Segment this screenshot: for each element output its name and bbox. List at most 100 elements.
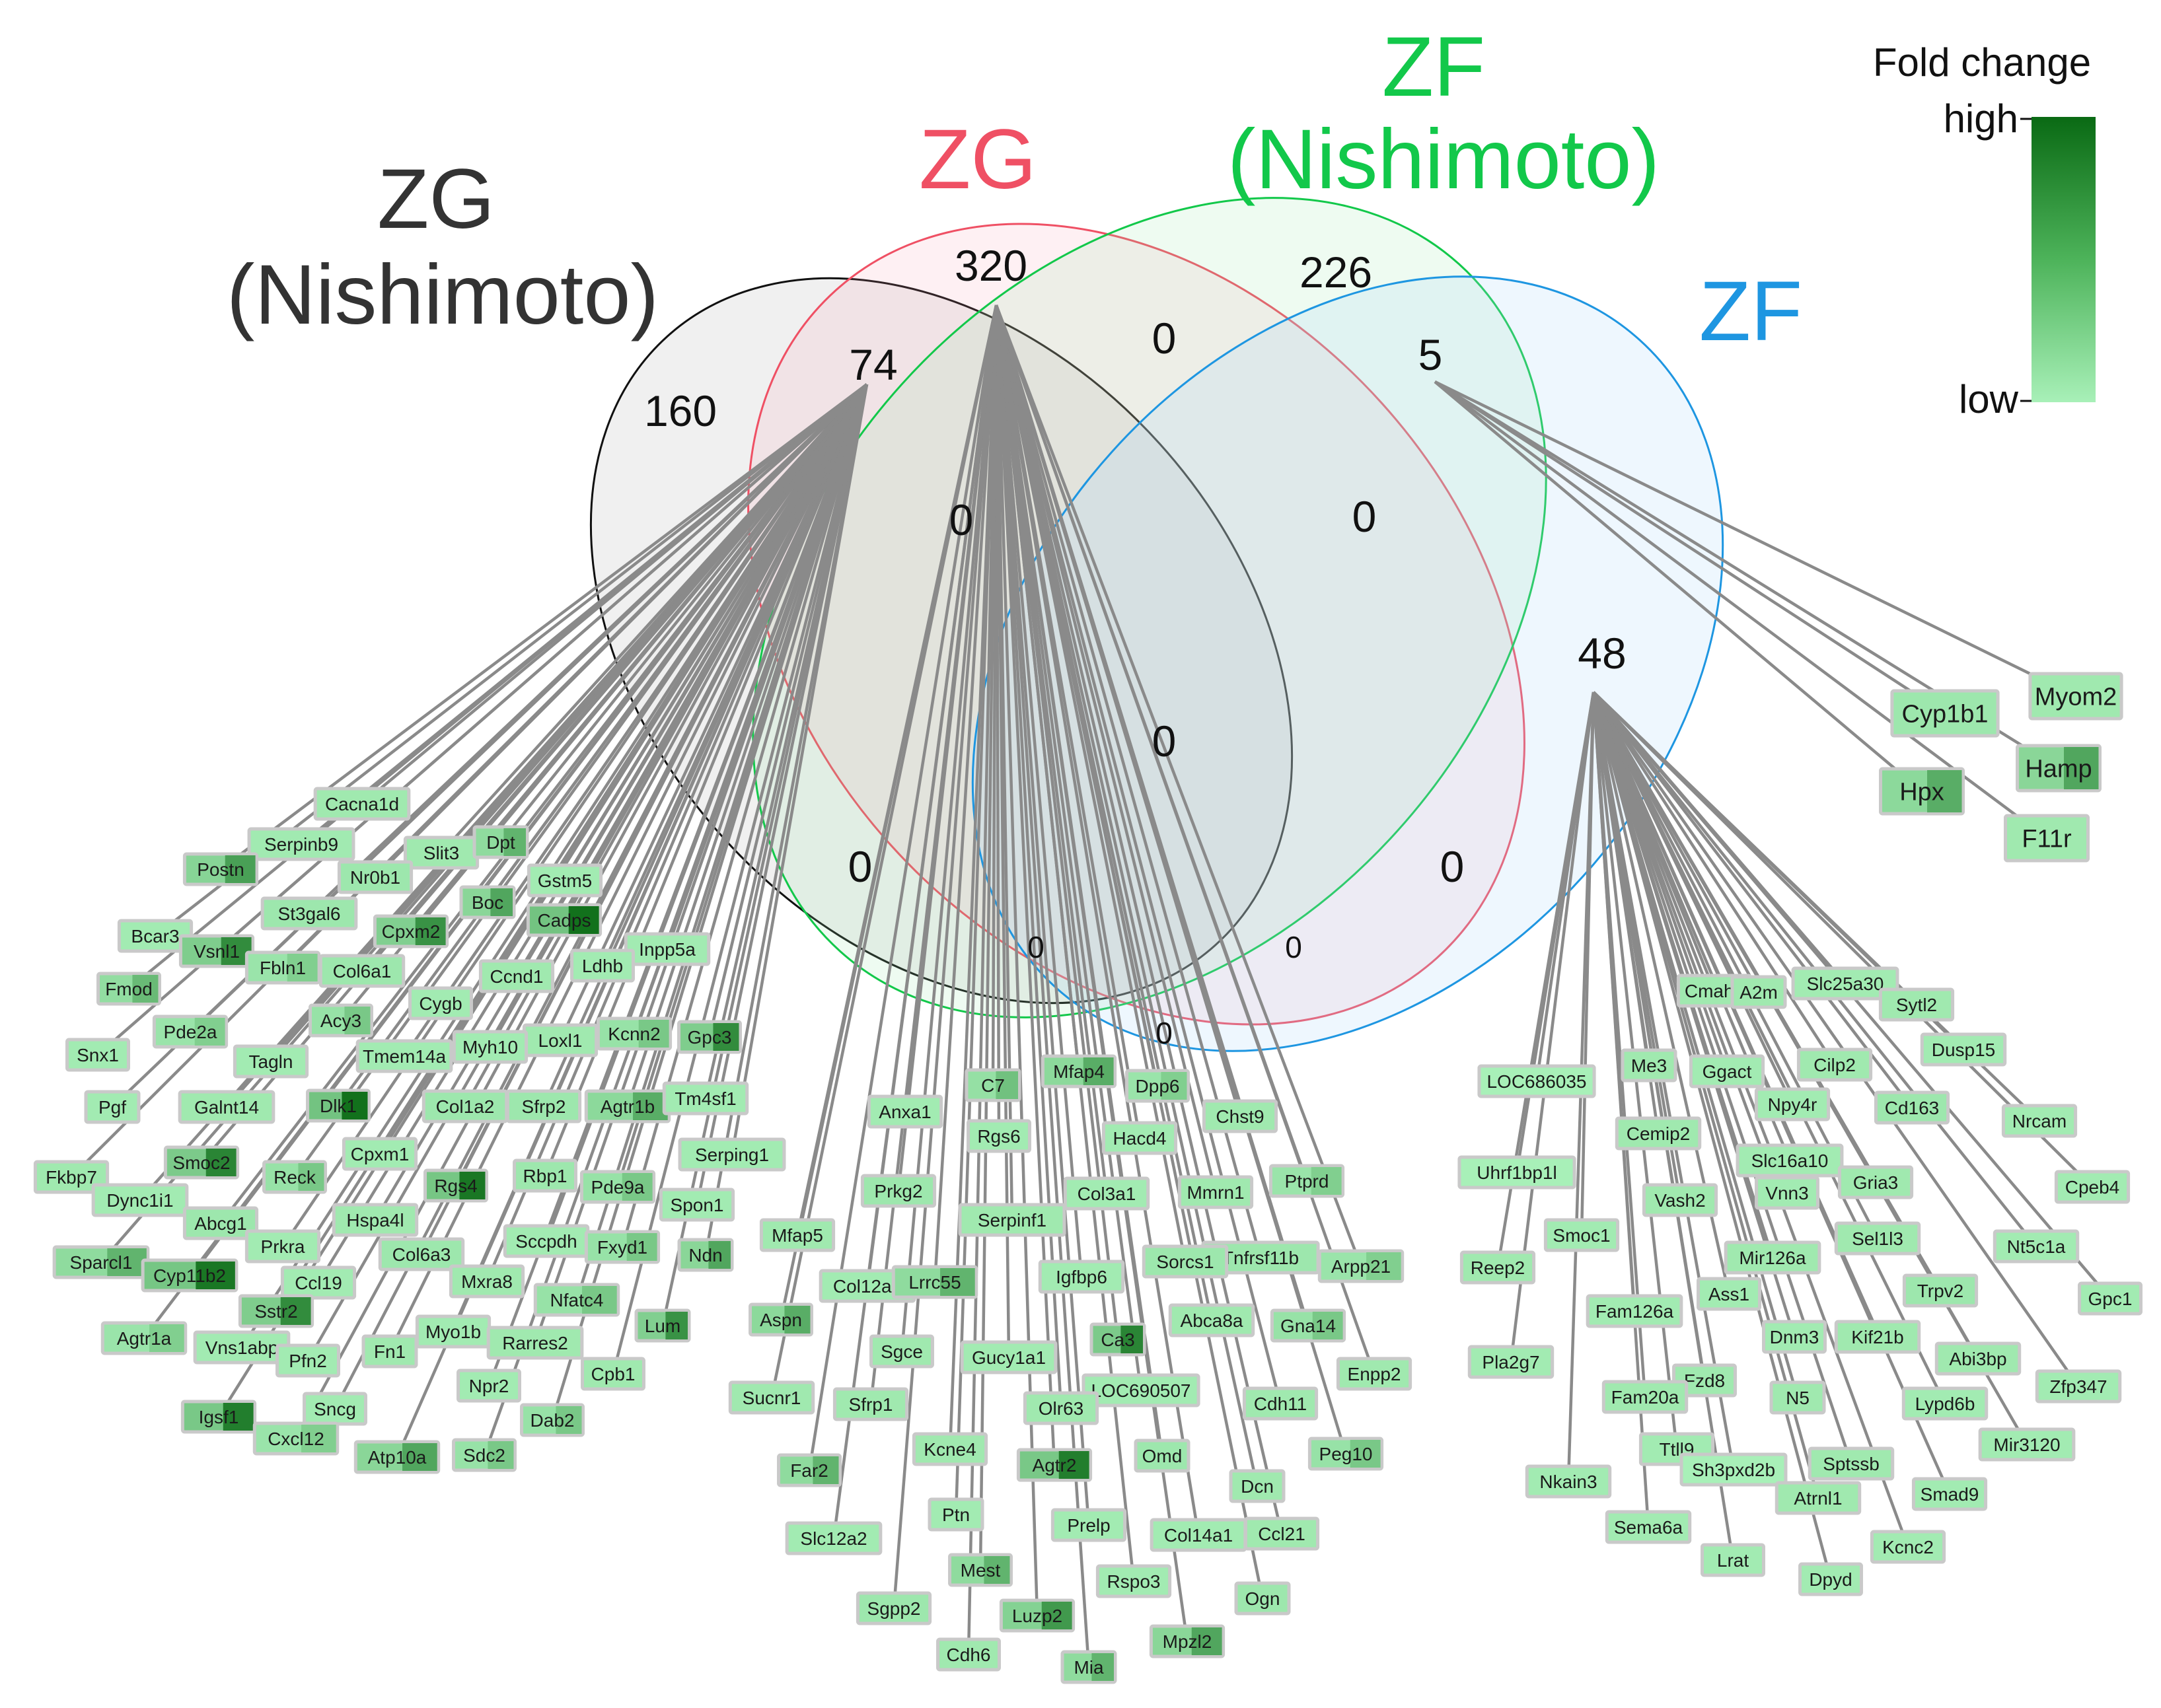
- gene-node-tmem14a[interactable]: Tmem14a: [355, 1039, 453, 1073]
- gene-node-ccl21[interactable]: Ccl21: [1243, 1516, 1320, 1551]
- gene-node-cemip2[interactable]: Cemip2: [1615, 1116, 1702, 1151]
- gene-node-lypd6b[interactable]: Lypd6b: [1901, 1386, 1989, 1421]
- gene-node-a2m[interactable]: A2m: [1730, 975, 1787, 1009]
- gene-node-slc25a30[interactable]: Slc25a30: [1791, 966, 1899, 1001]
- gene-node-postn[interactable]: Postn: [182, 852, 259, 886]
- gene-node-smoc1[interactable]: Smoc1: [1543, 1218, 1620, 1252]
- gene-node-prkg2[interactable]: Prkg2: [860, 1174, 937, 1208]
- gene-node-vns1abp[interactable]: Vns1abp: [193, 1330, 291, 1365]
- gene-node-kcnc2[interactable]: Kcnc2: [1870, 1530, 1946, 1564]
- gene-node-mest[interactable]: Mest: [948, 1553, 1013, 1587]
- gene-node-agtr1b[interactable]: Agtr1b: [584, 1089, 671, 1123]
- gene-node-sgce[interactable]: Sgce: [869, 1334, 934, 1369]
- gene-node-abi3bp[interactable]: Abi3bp: [1934, 1341, 2022, 1376]
- gene-node-cdh6[interactable]: Cdh6: [936, 1637, 1001, 1672]
- gene-node-ca3[interactable]: Ca3: [1089, 1322, 1146, 1357]
- gene-node-mia[interactable]: Mia: [1060, 1650, 1117, 1684]
- gene-node-serping1[interactable]: Serping1: [678, 1137, 786, 1172]
- gene-node-rgs6[interactable]: Rgs6: [967, 1119, 1031, 1153]
- gene-node-uhrf1bp1l[interactable]: Uhrf1bp1l: [1457, 1155, 1576, 1190]
- gene-node-sfrp2[interactable]: Sfrp2: [505, 1089, 582, 1123]
- gene-node-fam126a[interactable]: Fam126a: [1586, 1294, 1683, 1328]
- gene-node-kcne4[interactable]: Kcne4: [912, 1432, 988, 1466]
- gene-node-dync1i1[interactable]: Dync1i1: [91, 1183, 189, 1217]
- gene-node-prkra[interactable]: Prkra: [244, 1229, 321, 1263]
- gene-node-bcar3[interactable]: Bcar3: [117, 919, 194, 953]
- gene-node-zfp347[interactable]: Zfp347: [2035, 1369, 2122, 1404]
- gene-node-ccnd1[interactable]: Ccnd1: [478, 959, 555, 993]
- gene-node-cadps[interactable]: Cadps: [526, 903, 603, 937]
- gene-node-peg10[interactable]: Peg10: [1307, 1437, 1384, 1471]
- gene-node-inpp5a[interactable]: Inpp5a: [624, 932, 711, 966]
- gene-node-sptssb[interactable]: Sptssb: [1808, 1446, 1895, 1481]
- gene-node-agtr1a[interactable]: Agtr1a: [100, 1321, 188, 1355]
- gene-node-atp10a[interactable]: Atp10a: [353, 1440, 441, 1474]
- gene-node-lum[interactable]: Lum: [634, 1308, 691, 1343]
- gene-node-smoc2[interactable]: Smoc2: [163, 1145, 240, 1180]
- gene-node-anxa1[interactable]: Anxa1: [867, 1094, 943, 1129]
- gene-node-tm4sf1[interactable]: Tm4sf1: [662, 1081, 749, 1116]
- gene-node-cxcl12[interactable]: Cxcl12: [252, 1421, 340, 1456]
- gene-node-fbln1[interactable]: Fbln1: [244, 950, 321, 985]
- gene-node-kif21b[interactable]: Kif21b: [1834, 1320, 1921, 1354]
- gene-node-rbp1[interactable]: Rbp1: [513, 1158, 577, 1193]
- gene-node-smad9[interactable]: Smad9: [1911, 1477, 1988, 1511]
- gene-node-sytl2[interactable]: Sytl2: [1878, 987, 1955, 1022]
- gene-node-col6a3[interactable]: Col6a3: [378, 1237, 465, 1271]
- gene-node-lrat[interactable]: Lrat: [1701, 1543, 1765, 1577]
- gene-node-enpp2[interactable]: Enpp2: [1336, 1357, 1412, 1391]
- gene-node-pgf[interactable]: Pgf: [84, 1090, 141, 1124]
- gene-node-loxl1[interactable]: Loxl1: [522, 1023, 599, 1057]
- gene-node-ndn[interactable]: Ndn: [677, 1238, 734, 1272]
- gene-node-gstm5[interactable]: Gstm5: [527, 863, 603, 898]
- gene-node-cyp1b1[interactable]: Cyp1b1: [1890, 689, 2000, 738]
- gene-node-fkbp7[interactable]: Fkbp7: [33, 1160, 110, 1194]
- gene-node-fmod[interactable]: Fmod: [96, 972, 161, 1006]
- gene-node-mfap5[interactable]: Mfap5: [759, 1218, 836, 1252]
- gene-node-vsnl1[interactable]: Vsnl1: [178, 934, 255, 968]
- gene-node-npr2[interactable]: Npr2: [457, 1369, 521, 1403]
- gene-node-ogn[interactable]: Ogn: [1234, 1581, 1291, 1616]
- gene-node-cpeb4[interactable]: Cpeb4: [2054, 1170, 2131, 1204]
- gene-node-mir3120[interactable]: Mir3120: [1978, 1427, 2076, 1462]
- gene-node-cilp2[interactable]: Cilp2: [1796, 1048, 1873, 1082]
- gene-node-n5[interactable]: N5: [1769, 1380, 1826, 1415]
- gene-node-reep2[interactable]: Reep2: [1459, 1250, 1536, 1285]
- gene-node-col14a1[interactable]: Col14a1: [1150, 1518, 1247, 1552]
- gene-node-mir126a[interactable]: Mir126a: [1724, 1240, 1821, 1275]
- gene-node-snx1[interactable]: Snx1: [65, 1038, 130, 1072]
- gene-node-nkain3[interactable]: Nkain3: [1525, 1464, 1612, 1499]
- gene-node-myo1b[interactable]: Myo1b: [415, 1314, 492, 1349]
- gene-node-rgs4[interactable]: Rgs4: [423, 1168, 488, 1203]
- gene-node-abca8a[interactable]: Abca8a: [1168, 1303, 1255, 1337]
- gene-node-gpc3[interactable]: Gpc3: [677, 1020, 742, 1054]
- gene-node-cpb1[interactable]: Cpb1: [581, 1357, 645, 1391]
- gene-node-loc690507[interactable]: LOC690507: [1081, 1373, 1200, 1407]
- gene-node-mxra8[interactable]: Mxra8: [449, 1264, 525, 1299]
- gene-node-chst9[interactable]: Chst9: [1202, 1099, 1278, 1133]
- gene-node-ass1[interactable]: Ass1: [1697, 1277, 1761, 1311]
- gene-node-gucy1a1[interactable]: Gucy1a1: [960, 1340, 1058, 1374]
- gene-node-boc[interactable]: Boc: [459, 885, 516, 919]
- gene-node-dpyd[interactable]: Dpyd: [1798, 1562, 1863, 1596]
- gene-node-ptn[interactable]: Ptn: [928, 1497, 984, 1532]
- gene-node-hspa4l[interactable]: Hspa4l: [332, 1203, 419, 1237]
- gene-node-aspn[interactable]: Aspn: [749, 1302, 813, 1337]
- gene-node-ptprd[interactable]: Ptprd: [1268, 1164, 1345, 1198]
- gene-node-hacd4[interactable]: Hacd4: [1101, 1121, 1178, 1155]
- gene-node-pde2a[interactable]: Pde2a: [152, 1014, 229, 1049]
- gene-node-col12a1[interactable]: Col12a1: [819, 1269, 916, 1303]
- gene-node-nt5c1a[interactable]: Nt5c1a: [1993, 1229, 2080, 1263]
- gene-node-dpp6[interactable]: Dpp6: [1125, 1069, 1190, 1103]
- gene-node-sel1l3[interactable]: Sel1l3: [1834, 1221, 1921, 1256]
- gene-node-sfrp1[interactable]: Sfrp1: [832, 1387, 909, 1421]
- gene-node-pfn2[interactable]: Pfn2: [275, 1343, 340, 1378]
- gene-node-abcg1[interactable]: Abcg1: [182, 1206, 259, 1240]
- gene-node-mmrn1[interactable]: Mmrn1: [1177, 1175, 1254, 1209]
- gene-node-ggact[interactable]: Ggact: [1689, 1054, 1765, 1088]
- gene-node-igsf1[interactable]: Igsf1: [180, 1400, 257, 1434]
- gene-node-far2[interactable]: Far2: [777, 1453, 842, 1487]
- gene-node-cd163[interactable]: Cd163: [1874, 1090, 1950, 1125]
- gene-node-igfbp6[interactable]: Igfbp6: [1038, 1260, 1125, 1294]
- gene-node-f11r[interactable]: F11r: [2004, 814, 2090, 863]
